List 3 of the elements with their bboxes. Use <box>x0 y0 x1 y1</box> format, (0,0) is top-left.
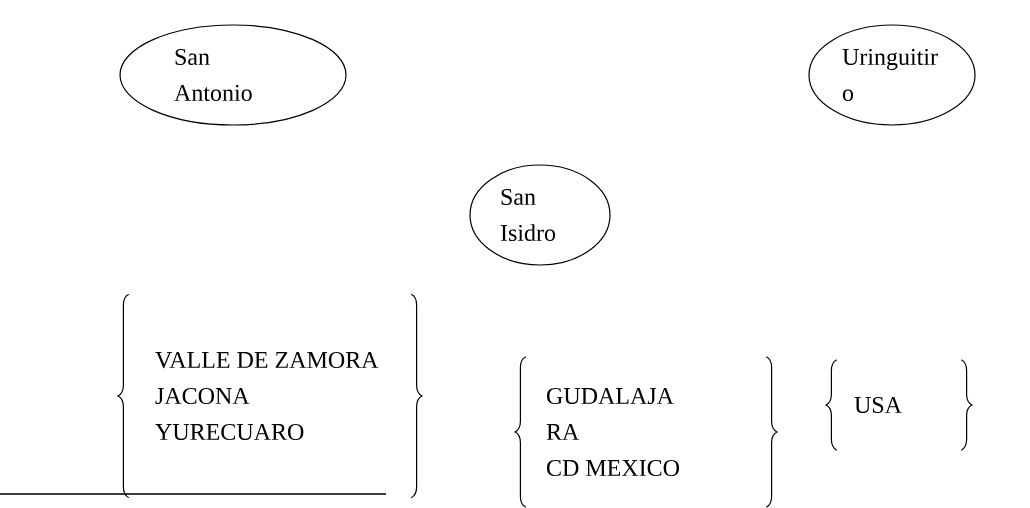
braced-list: GUDALAJA RA CD MEXICO <box>514 356 778 508</box>
braced-list: VALLE DE ZAMORA JACONA YURECUARO <box>117 293 423 499</box>
braced-list: USA <box>825 359 973 451</box>
